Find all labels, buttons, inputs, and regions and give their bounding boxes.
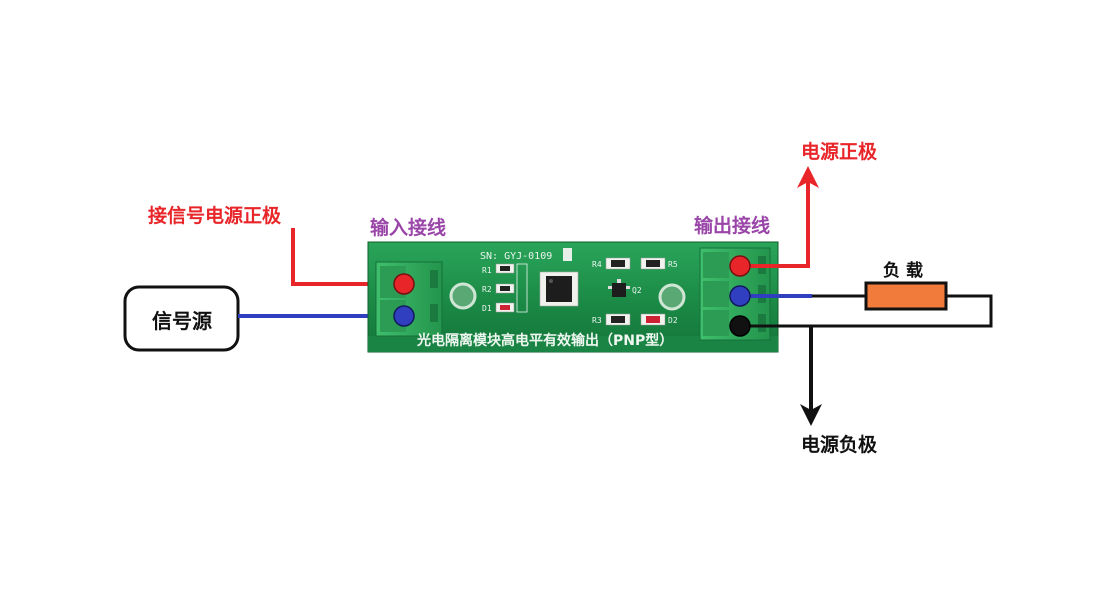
output-load-terminal bbox=[729, 285, 751, 307]
output-negative-terminal bbox=[729, 315, 751, 337]
load-label: 负载 bbox=[883, 261, 929, 281]
pcb-label: R4 bbox=[592, 260, 602, 269]
power-positive-arrow bbox=[797, 166, 819, 188]
power-positive-wire bbox=[740, 180, 810, 268]
power-positive-label: 电源正极 bbox=[801, 141, 878, 163]
input-signal-terminal bbox=[393, 305, 415, 327]
pcb-label: R3 bbox=[592, 316, 602, 325]
sn-pad bbox=[563, 248, 572, 261]
pcb-board: SN: GYJ-0109 bbox=[367, 241, 779, 353]
pcb-label: R2 bbox=[482, 285, 492, 294]
power-negative-label: 电源负极 bbox=[801, 434, 878, 456]
signal-source-label: 信号源 bbox=[152, 309, 212, 333]
board-title: 光电隔离模块高电平有效输出（PNP型） bbox=[416, 332, 673, 349]
pcb-label: D2 bbox=[668, 316, 678, 325]
output-positive-terminal bbox=[729, 255, 751, 277]
load-resistor bbox=[864, 281, 948, 311]
pcb-label: Q2 bbox=[632, 286, 642, 295]
output-wiring-label: 输出接线 bbox=[694, 215, 771, 237]
input-wiring-label: 输入接线 bbox=[370, 217, 447, 239]
pcb-label: R5 bbox=[668, 260, 678, 269]
left-smd-components bbox=[495, 263, 528, 313]
mounting-hole bbox=[449, 282, 477, 310]
pcb-label: D1 bbox=[482, 304, 492, 313]
right-smd-components bbox=[605, 257, 666, 326]
signal-source-box bbox=[123, 285, 240, 352]
load-return-wire bbox=[740, 294, 993, 328]
power-negative-arrow bbox=[800, 404, 822, 426]
signal-power-positive-label: 接信号电源正极 bbox=[148, 205, 282, 227]
pcb-label: R1 bbox=[482, 266, 492, 275]
board-sn: SN: GYJ-0109 bbox=[480, 251, 552, 262]
input-positive-terminal bbox=[393, 273, 415, 295]
optocoupler-chip bbox=[539, 271, 579, 307]
signal-positive-wire bbox=[291, 228, 404, 286]
mounting-hole bbox=[658, 283, 686, 311]
